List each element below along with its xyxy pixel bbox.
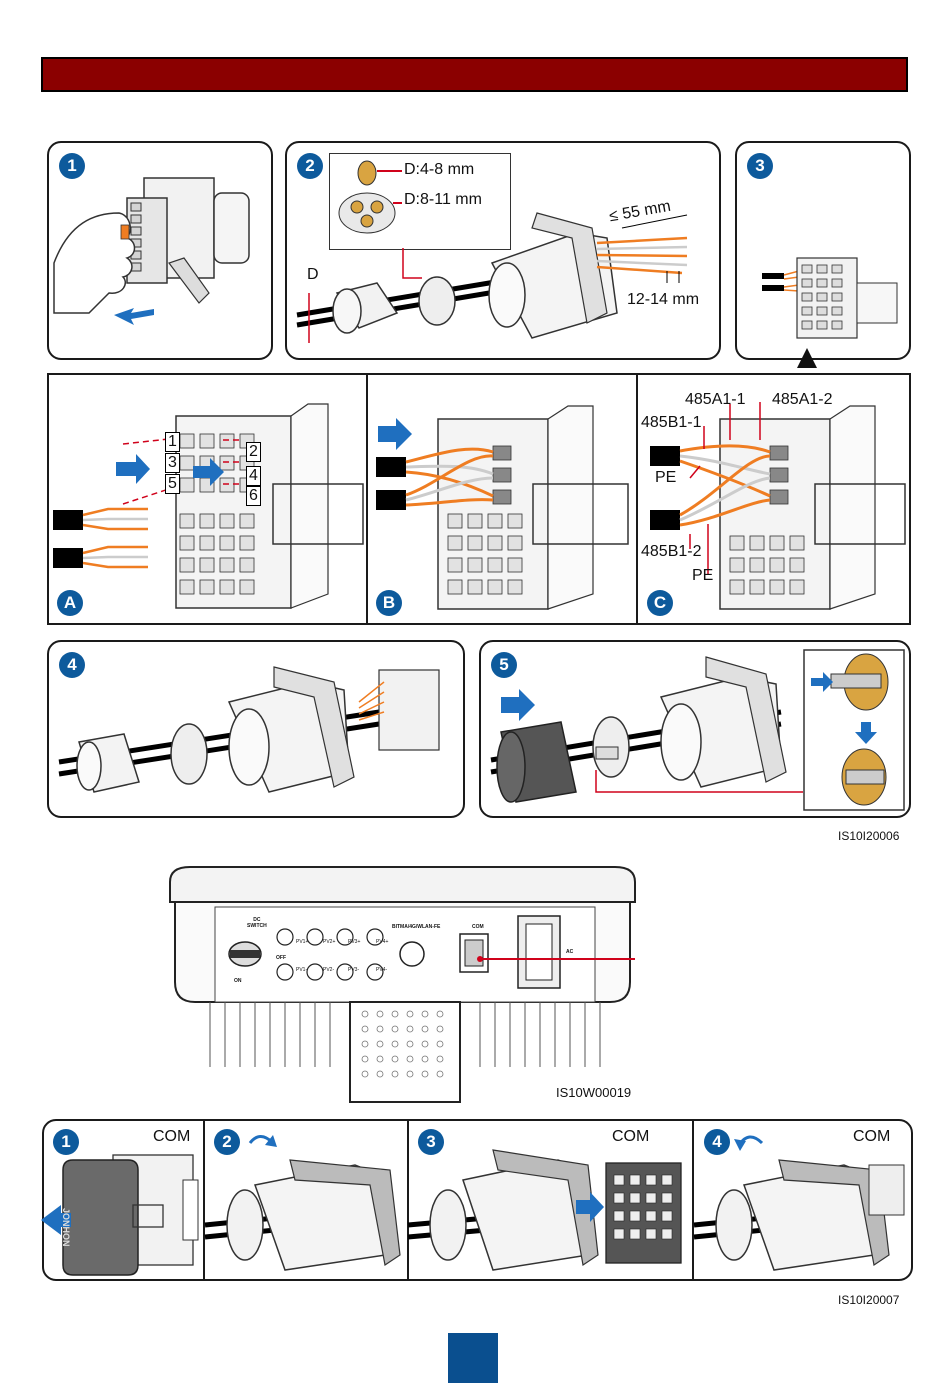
label-485a1-1: 485A1-1	[685, 391, 746, 409]
step4-panel: 4	[47, 640, 465, 818]
label-pe-bottom: PE	[692, 567, 713, 585]
tighten-nut-illustration	[694, 1125, 912, 1275]
inverter-pv2m-label: PV2-	[323, 967, 334, 973]
hand-remove-terminal-illustration	[49, 143, 275, 362]
pin-label-5: 5	[165, 474, 180, 494]
inverter-off-label: OFF	[276, 955, 286, 961]
step3-panel: 3	[735, 141, 911, 360]
inverter-ac-label: AC	[566, 949, 573, 955]
wiring-step-c-illustration	[638, 374, 910, 624]
inverter-pv3p-label: PV3+	[348, 939, 360, 945]
terminal-block-illustration	[737, 143, 913, 362]
label-485b1-2: 485B1-2	[641, 543, 702, 561]
label-485b1-1: 485B1-1	[641, 414, 702, 432]
inverter-illustration	[160, 862, 640, 1102]
inverter-pv1m-label: PV1-	[296, 967, 307, 973]
figure-code-1: IS10I20006	[838, 829, 899, 843]
nut-tighten-illustration	[481, 642, 913, 820]
inverter-com-label: COM	[472, 924, 484, 930]
loosen-nut-illustration	[205, 1125, 405, 1275]
insert-terminal-illustration	[408, 1125, 692, 1275]
page-marker	[448, 1333, 498, 1383]
inverter-pv2p-label: PV2+	[323, 939, 335, 945]
step5-panel: 5	[479, 640, 911, 818]
pin-label-3: 3	[165, 453, 180, 473]
label-pe-top: PE	[655, 469, 676, 487]
pin-label-2: 2	[246, 442, 261, 462]
inverter-dc-switch-label: DC SWITCH	[247, 917, 267, 929]
pin-label-6: 6	[246, 486, 261, 506]
title-bar	[41, 57, 908, 92]
figure-code-2: IS10W00019	[556, 1085, 631, 1100]
label-485a1-2: 485A1-2	[772, 391, 833, 409]
cap-brand-text: JONHON	[61, 1208, 71, 1247]
inverter-pv1p-label: PV1+	[296, 939, 308, 945]
pin-label-1: 1	[165, 432, 180, 452]
wiring-step-b-illustration	[368, 374, 636, 624]
pin-label-4: 4	[246, 466, 261, 486]
inverter-pv4p-label: PV4+	[376, 939, 388, 945]
step1-panel: 1	[47, 141, 273, 360]
pointer-triangle	[797, 348, 817, 368]
connector-assembly-illustration	[49, 642, 467, 820]
step2-panel: 2 D:4-8 mm D:8-11 mm ≤ 55 mm 12-14 mm D	[285, 141, 721, 360]
inverter-pv3m-label: PV3-	[348, 967, 359, 973]
wiring-step-a-illustration	[48, 374, 366, 624]
figure-code-3: IS10I20007	[838, 1293, 899, 1307]
inverter-wlan-label: BITMA/4G/WLAN-FE	[392, 924, 440, 930]
remove-cap-illustration	[43, 1125, 203, 1275]
inverter-on-label: ON	[234, 978, 242, 984]
cable-assembly-illustration	[287, 143, 723, 362]
inverter-pv4m-label: PV4-	[376, 967, 387, 973]
